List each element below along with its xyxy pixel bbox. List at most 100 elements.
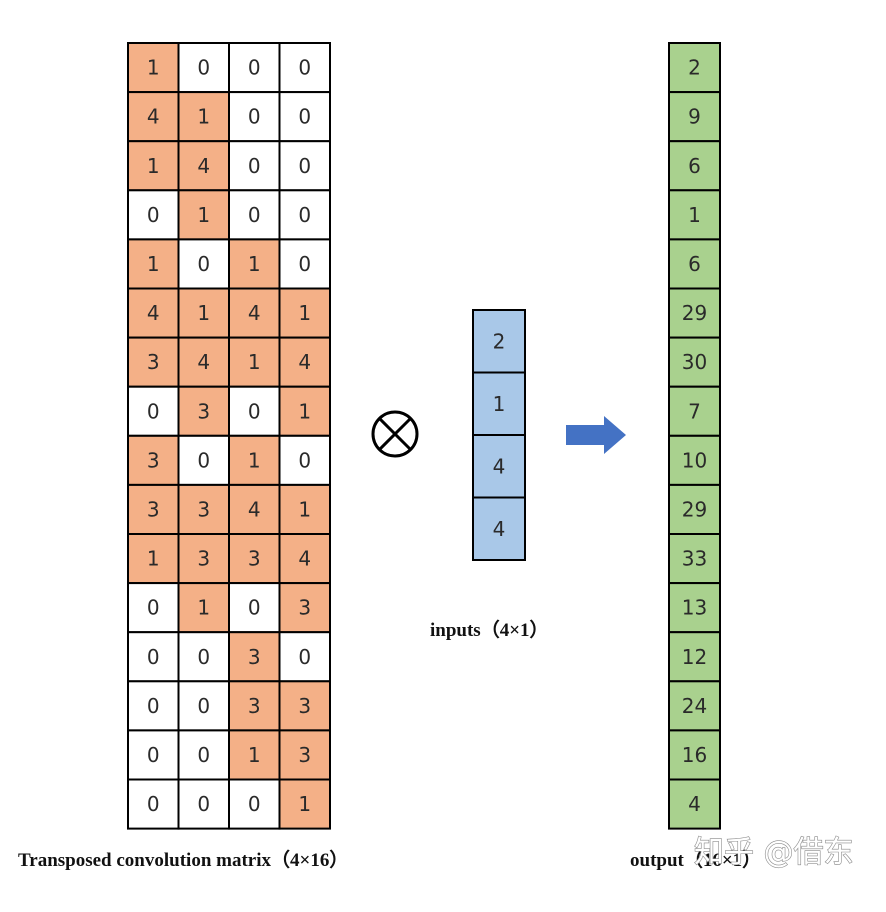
output-cell-2-value: 9 [688,105,701,129]
matrix-cell-r2-c1-value: 4 [147,105,160,129]
matrix-cell-r3-c3-value: 0 [248,154,261,178]
output-cell-9: 10 [668,434,721,486]
matrix-cell-r15-c4: 3 [278,729,331,781]
inputs-caption: inputs（4×1） [430,618,549,641]
matrix-cell-r9-c2-value: 0 [197,448,210,472]
matrix-cell-r2-c1: 4 [127,91,180,143]
matrix-cell-r8-c3-value: 0 [248,399,261,423]
input-cell-2-value: 1 [493,392,506,416]
output-cell-15: 16 [668,729,721,781]
matrix-cell-r15-c3: 1 [228,729,281,781]
matrix-cell-r4-c1: 0 [127,189,180,241]
matrix-cell-r9-c4: 0 [278,434,331,486]
matrix-cell-r15-c4-value: 3 [298,743,311,767]
output-cell-14: 24 [668,680,721,732]
matrix-cell-r12-c3: 0 [228,582,281,634]
matrix-cell-r5-c3-value: 1 [248,252,261,276]
output-cell-10: 29 [668,483,721,535]
output-cell-10-value: 29 [682,497,707,521]
matrix-cell-r15-c2-value: 0 [197,743,210,767]
matrix-cell-r15-c3-value: 1 [248,743,261,767]
matrix-cell-r8-c4-value: 1 [298,399,311,423]
output-cell-9-value: 10 [682,448,707,472]
output-caption: output（16×1） [630,848,761,871]
matrix-cell-r6-c2: 1 [177,287,230,339]
matrix-cell-r1-c1-value: 1 [147,56,160,80]
matrix-cell-r16-c3-value: 0 [248,792,261,816]
output-cell-3-value: 6 [688,154,701,178]
matrix-cell-r3-c2-value: 4 [197,154,210,178]
output-cell-13-value: 12 [682,645,707,669]
matrix-cell-r11-c3: 3 [228,533,281,585]
matrix-cell-r12-c2-value: 1 [197,596,210,620]
matrix-cell-r11-c4-value: 4 [298,547,311,571]
matrix-cell-r5-c3: 1 [228,238,281,290]
matrix-cell-r10-c4: 1 [278,483,331,535]
output-cell-4-value: 1 [688,203,701,227]
matrix-cell-r9-c2: 0 [177,434,230,486]
output-cell-8-value: 7 [688,399,701,423]
matrix-cell-r2-c3: 0 [228,91,281,143]
matrix-cell-r4-c3-value: 0 [248,203,261,227]
output-cell-5: 6 [668,238,721,290]
matrix-cell-r6-c3: 4 [228,287,281,339]
matrix-cell-r13-c4-value: 0 [298,645,311,669]
output-cell-5-value: 6 [688,252,701,276]
matrix-cell-r7-c4: 4 [278,336,331,388]
input-cell-2: 1 [472,371,526,436]
matrix-cell-r10-c2-value: 3 [197,497,210,521]
matrix-cell-r5-c2: 0 [177,238,230,290]
matrix-cell-r1-c4-value: 0 [298,56,311,80]
matrix-cell-r1-c3: 0 [228,42,281,94]
matrix-cell-r6-c3-value: 4 [248,301,261,325]
input-cell-4-value: 4 [493,517,506,541]
output-cell-16-value: 4 [688,792,701,816]
output-cell-7: 30 [668,336,721,388]
matrix-cell-r1-c3-value: 0 [248,56,261,80]
matrix-cell-r8-c3: 0 [228,385,281,437]
matrix-cell-r2-c2: 1 [177,91,230,143]
matrix-cell-r4-c1-value: 0 [147,203,160,227]
input-cell-4: 4 [472,496,526,561]
matrix-cell-r7-c3: 1 [228,336,281,388]
matrix-cell-r14-c1: 0 [127,680,180,732]
matrix-cell-r8-c2: 3 [177,385,230,437]
matrix-cell-r7-c3-value: 1 [248,350,261,374]
matrix-cell-r7-c4-value: 4 [298,350,311,374]
output-cell-2: 9 [668,91,721,143]
matrix-cell-r5-c1-value: 1 [147,252,160,276]
matrix-cell-r9-c3-value: 1 [248,448,261,472]
matrix-cell-r13-c1: 0 [127,631,180,683]
matrix-cell-r6-c1-value: 4 [147,301,160,325]
matrix-cell-r12-c4: 3 [278,582,331,634]
matrix-cell-r1-c4: 0 [278,42,331,94]
output-cell-13: 12 [668,631,721,683]
matrix-cell-r16-c3: 0 [228,778,281,830]
matrix-cell-r12-c4-value: 3 [298,596,311,620]
matrix-cell-r15-c2: 0 [177,729,230,781]
matrix-cell-r16-c4-value: 1 [298,792,311,816]
matrix-cell-r3-c3: 0 [228,140,281,192]
output-cell-6-value: 29 [682,301,707,325]
matrix-cell-r14-c2-value: 0 [197,694,210,718]
matrix-cell-r3-c1-value: 1 [147,154,160,178]
matrix-cell-r11-c2-value: 3 [197,547,210,571]
matrix-cell-r9-c1: 3 [127,434,180,486]
matrix-cell-r8-c1: 0 [127,385,180,437]
matrix-cell-r10-c2: 3 [177,483,230,535]
matrix-cell-r10-c1-value: 3 [147,497,160,521]
matrix-cell-r3-c4-value: 0 [298,154,311,178]
matrix-cell-r11-c1-value: 1 [147,547,160,571]
output-cell-1-value: 2 [688,56,701,80]
matrix-cell-r9-c4-value: 0 [298,448,311,472]
output-cell-7-value: 30 [682,350,707,374]
matrix-cell-r1-c1: 1 [127,42,180,94]
matrix-cell-r10-c4-value: 1 [298,497,311,521]
output-cell-1: 2 [668,42,721,94]
matrix-cell-r8-c1-value: 0 [147,399,160,423]
matrix-cell-r9-c3: 1 [228,434,281,486]
input-cell-1: 2 [472,309,526,374]
